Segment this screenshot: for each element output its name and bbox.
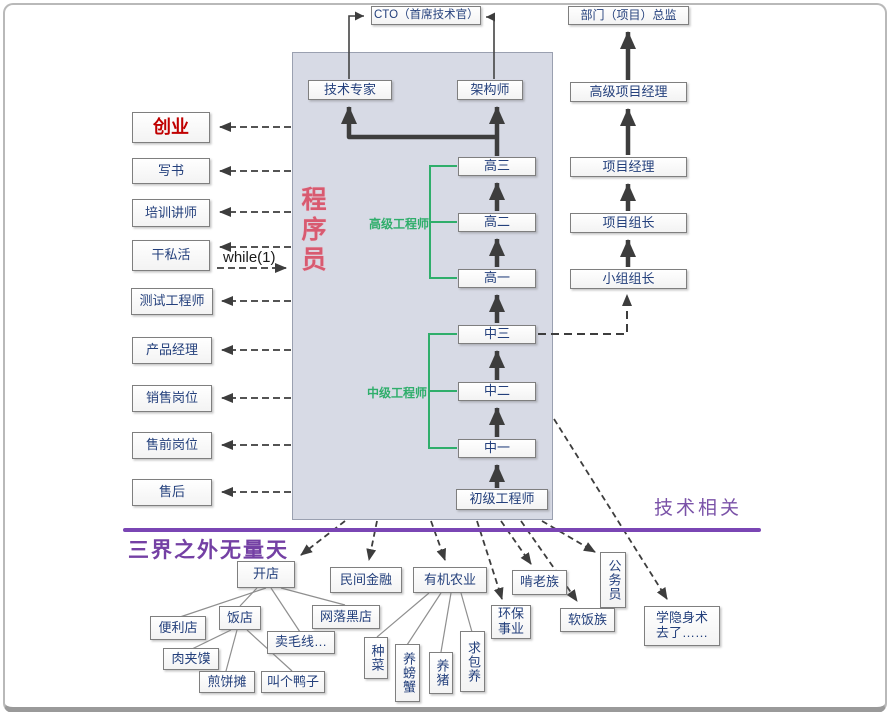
node-raise-pigs: 养猪 <box>429 652 453 694</box>
tech-related-label: 技术相关 <box>654 498 743 519</box>
node-architect: 架构师 <box>457 80 523 100</box>
node-project-lead: 项目组长 <box>570 213 687 233</box>
node-convenience-store: 便利店 <box>150 616 206 640</box>
node-level-g1: 高一 <box>458 269 536 288</box>
node-invisibility: 学隐身术 去了…… <box>644 606 720 646</box>
node-soft-rice: 软饭族 <box>560 608 615 632</box>
left-exit-arrows <box>217 122 291 497</box>
node-sell-yarn: 卖毛线… <box>267 631 335 654</box>
node-environmental: 环保事业 <box>491 605 531 639</box>
node-startup: 创业 <box>132 112 210 143</box>
beyond-realms-label: 三界之外无量天 <box>128 539 289 562</box>
mid-bracket-label: 中级工程师 <box>367 386 428 400</box>
node-presales: 售前岗位 <box>132 432 212 459</box>
promotion-arrows <box>341 31 636 488</box>
node-civil-servant: 公务员 <box>600 552 626 608</box>
bottom-exit-arrows <box>300 418 668 602</box>
node-junior-engineer: 初级工程师 <box>456 489 548 510</box>
node-folk-finance: 民间金融 <box>330 567 402 593</box>
node-level-g2: 高二 <box>458 213 536 232</box>
node-open-shop: 开店 <box>237 561 295 588</box>
node-write-books: 写书 <box>132 158 210 184</box>
node-organic-farming: 有机农业 <box>413 567 487 593</box>
to-management-arrow <box>538 294 632 335</box>
node-level-m3: 中三 <box>458 325 536 344</box>
node-grow-vegetables: 种菜 <box>364 637 388 679</box>
node-aftersales: 售后 <box>132 479 212 506</box>
node-roujiamo: 肉夹馍 <box>163 648 219 670</box>
node-pancake-stand: 煎饼摊 <box>199 671 255 693</box>
node-director: 部门（项目）总监 <box>568 6 689 25</box>
node-cto: CTO（首席技术官） <box>371 6 481 25</box>
node-sales: 销售岗位 <box>132 385 212 412</box>
senior-bracket <box>429 165 457 279</box>
node-restaurant: 饭店 <box>219 606 261 630</box>
node-pm: 项目经理 <box>570 157 687 177</box>
node-raise-crabs: 养螃蟹 <box>395 644 420 702</box>
node-call-a-duck: 叫个鸭子 <box>261 671 325 693</box>
while-loop-label: while(1) <box>223 249 276 266</box>
node-neet: 啃老族 <box>512 570 567 595</box>
node-seek-sponsor: 求包养 <box>460 631 485 692</box>
invisibility-line1: 学隐身术 <box>655 610 708 626</box>
node-senior-pm: 高级项目经理 <box>570 82 687 102</box>
node-trainer: 培训讲师 <box>132 199 210 227</box>
realm-divider-line <box>123 528 761 532</box>
invisibility-line2: 去了…… <box>655 625 708 640</box>
node-test-engineer: 测试工程师 <box>131 288 213 315</box>
senior-bracket-label: 高级工程师 <box>369 217 430 231</box>
node-level-m2: 中二 <box>458 382 536 401</box>
node-freelance: 干私活 <box>132 240 210 271</box>
node-web-black-shop: 网落黑店 <box>312 605 380 629</box>
cto-arrows <box>348 11 495 79</box>
node-product-manager: 产品经理 <box>132 337 212 364</box>
node-level-g3: 高三 <box>458 157 536 176</box>
mid-bracket <box>428 333 457 449</box>
node-tech-expert: 技术专家 <box>308 80 392 100</box>
node-team-lead: 小组组长 <box>570 269 687 289</box>
programmer-vertical-label: 程序员 <box>298 186 326 276</box>
bottom-tree-lines <box>179 587 473 672</box>
node-level-m1: 中一 <box>458 439 536 458</box>
